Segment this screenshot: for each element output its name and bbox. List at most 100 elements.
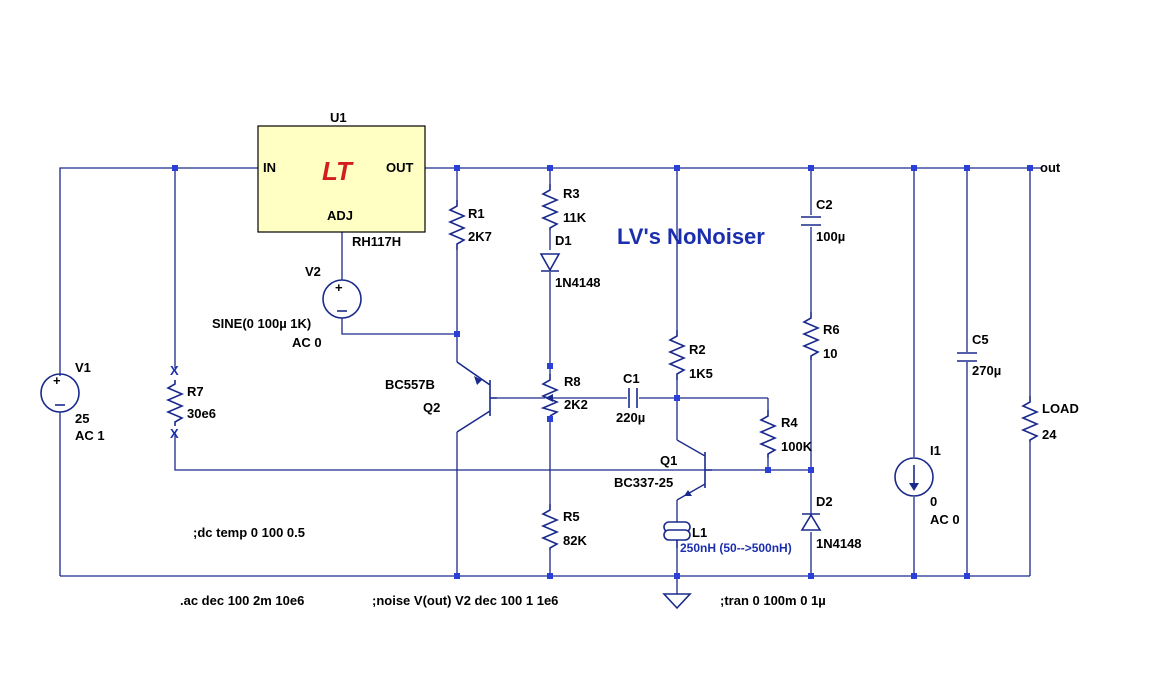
d2-body	[800, 513, 822, 531]
directive-noise[interactable]: ;noise V(out) V2 dec 100 1 1e6	[372, 593, 558, 608]
c2-ref: C2	[816, 197, 833, 212]
r6-ref: R6	[823, 322, 840, 337]
l1-value: 250nH (50-->500nH)	[680, 541, 792, 555]
r5-resistor[interactable]: R5 82K	[540, 504, 587, 550]
arrow-down-icon	[909, 483, 919, 491]
r5-ref: R5	[563, 509, 580, 524]
d1-body	[539, 253, 561, 272]
i1-ac: AC 0	[930, 512, 960, 527]
q1-ref: Q1	[660, 453, 677, 468]
v2-ref: V2	[305, 264, 321, 279]
i1-ref: I1	[930, 443, 941, 458]
v1-voltage-source[interactable]: + V1 25 AC 1	[40, 360, 105, 443]
r3-resistor[interactable]: R3 11K	[540, 184, 587, 230]
r3-ref: R3	[563, 186, 580, 201]
r1-resistor[interactable]: R1 2K7	[447, 200, 492, 250]
ground-symbol	[662, 593, 692, 610]
v2-body	[322, 279, 362, 319]
r7-body	[165, 380, 185, 426]
u1-body	[257, 125, 426, 233]
r7-value: 30e6	[187, 406, 216, 421]
directive-ac[interactable]: .ac dec 100 2m 10e6	[180, 593, 304, 608]
r7-ref: R7	[187, 384, 204, 399]
wire-q1-collector	[676, 439, 706, 457]
v2-ac: AC 0	[292, 335, 322, 350]
junction-dot	[547, 416, 553, 422]
c5-capacitor[interactable]: C5 270µ	[957, 332, 1001, 378]
c2-capacitor[interactable]: C2 100µ	[801, 197, 845, 244]
schematic-title: LV's NoNoiser	[617, 224, 765, 249]
c5-ref: C5	[972, 332, 989, 347]
load-value: 24	[1042, 427, 1057, 442]
r2-resistor[interactable]: R2 1K5	[667, 330, 713, 381]
v2-value: SINE(0 100µ 1K)	[212, 316, 311, 331]
r4-resistor[interactable]: R4 100K	[758, 410, 813, 458]
directive-tran[interactable]: ;tran 0 100m 0 1µ	[720, 593, 826, 608]
junction-dot	[808, 573, 814, 579]
r2-ref: R2	[689, 342, 706, 357]
r8-ref: R8	[564, 374, 581, 389]
r5-body	[540, 504, 560, 550]
arrow-icon	[474, 376, 482, 385]
junction-dot	[1027, 165, 1033, 171]
d1-diode[interactable]: D1 1N4148	[539, 233, 601, 290]
r2-body	[667, 330, 687, 380]
v2-voltage-source[interactable]: + V2 SINE(0 100µ 1K) AC 0	[212, 264, 362, 350]
junction-dot	[674, 395, 680, 401]
r6-resistor[interactable]: R6 10	[801, 312, 840, 361]
junction-dot	[911, 573, 917, 579]
r6-body	[801, 312, 821, 360]
wire-v2-q2	[341, 318, 457, 335]
junction-dot	[547, 165, 553, 171]
junction-dot	[808, 165, 814, 171]
i1-current-source[interactable]: I1 0 AC 0	[894, 443, 960, 527]
u1-pin-in: IN	[263, 160, 276, 175]
v1-ref: V1	[75, 360, 91, 375]
r4-value: 100K	[781, 439, 813, 454]
r1-value: 2K7	[468, 229, 492, 244]
junction-dot	[765, 467, 771, 473]
d1-value: 1N4148	[555, 275, 601, 290]
r2-value: 1K5	[689, 366, 713, 381]
junction-dot	[911, 165, 917, 171]
ground-icon	[662, 593, 692, 610]
directive-dc[interactable]: ;dc temp 0 100 0.5	[193, 525, 305, 540]
load-resistor[interactable]: LOAD 24	[1020, 396, 1079, 442]
r8-potentiometer[interactable]: R8 2K2	[540, 374, 588, 417]
u1-part: RH117H	[352, 234, 401, 249]
x-marker-icon: X	[170, 426, 179, 441]
wire-q1-emitter	[676, 483, 706, 501]
load-ref: LOAD	[1042, 401, 1079, 416]
c2-value: 100µ	[816, 229, 845, 244]
u1-regulator[interactable]: U1 IN OUT ADJ LT RH117H	[257, 110, 426, 249]
r4-body	[758, 410, 778, 458]
q1-transistor[interactable]: Q1 BC337-25	[614, 452, 712, 496]
junction-dot	[454, 331, 460, 337]
r1-ref: R1	[468, 206, 485, 221]
x-marker-icon: X	[170, 363, 179, 378]
junction-dot	[808, 467, 814, 473]
c1-capacitor[interactable]: C1 220µ	[616, 371, 645, 425]
u1-pin-out: OUT	[386, 160, 414, 175]
l1-inductor[interactable]: L1 250nH (50-->500nH)	[663, 521, 792, 555]
q2-transistor[interactable]: BC557B Q2	[385, 361, 497, 433]
i1-body	[894, 457, 934, 497]
r8-body	[540, 374, 560, 417]
c1-ref: C1	[623, 371, 640, 386]
u1-ref: U1	[330, 110, 347, 125]
r3-value: 11K	[563, 210, 587, 225]
r7-resistor[interactable]: X X R7 30e6	[165, 363, 216, 441]
c1-value: 220µ	[616, 410, 645, 425]
junction-dot	[674, 165, 680, 171]
junction-dot	[172, 165, 178, 171]
wire-r7-bottom	[174, 432, 705, 471]
q2-emitter	[456, 361, 491, 386]
r5-value: 82K	[563, 533, 587, 548]
d2-diode[interactable]: D2 1N4148	[800, 494, 862, 551]
d2-value: 1N4148	[816, 536, 862, 551]
q2-value: BC557B	[385, 377, 435, 392]
wiper-arrow-icon	[545, 394, 553, 402]
r4-ref: R4	[781, 415, 798, 430]
l1-ref: L1	[692, 525, 707, 540]
r8-value: 2K2	[564, 397, 588, 412]
